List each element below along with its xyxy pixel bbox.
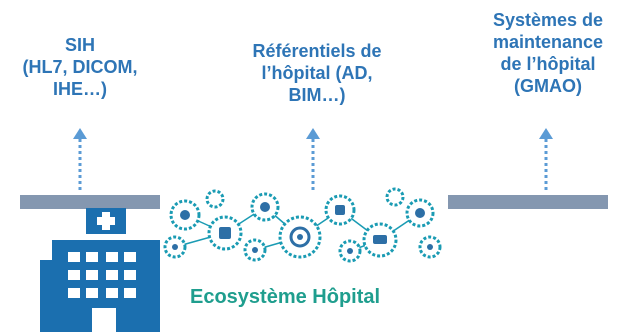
ecosystem-caption: Ecosystème Hôpital	[190, 286, 381, 308]
hospital-referentials-label: Référentiels de l’hôpital (AD, BIM…)	[252, 41, 382, 105]
sih-label: SIH (HL7, DICOM, IHE…)	[22, 35, 138, 99]
arrow-up-icon	[73, 128, 87, 190]
left-bar	[20, 195, 160, 209]
hospital-building-icon	[40, 208, 160, 332]
arrow-up-icon	[306, 128, 320, 190]
maintenance-systems-label: Systèmes de maintenance de l’hôpital (GM…	[492, 10, 604, 96]
arrow-up-icon	[539, 128, 553, 190]
gears-network-icon	[163, 187, 442, 263]
right-bar	[448, 195, 608, 209]
